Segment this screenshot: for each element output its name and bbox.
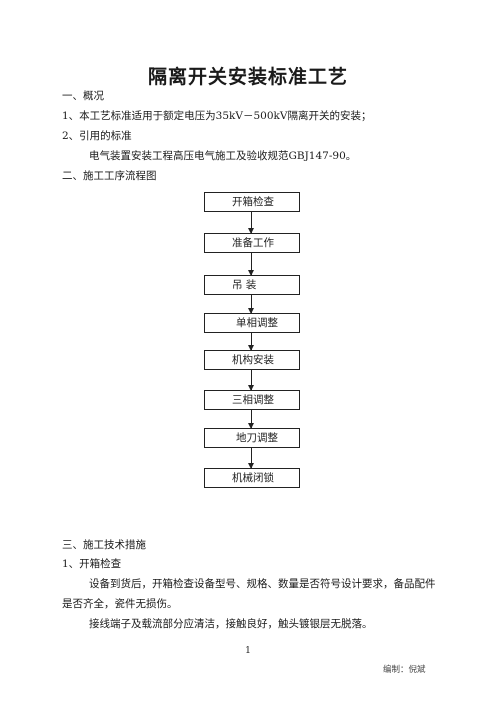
section-heading-overview: 一、概况 [62, 90, 104, 102]
subheading-unpacking: 1、开箱检查 [62, 558, 122, 570]
section-heading-flowchart: 二、施工工序流程图 [62, 170, 157, 182]
flow-step-label: 准备工作 [232, 237, 274, 249]
flow-arrow [248, 410, 254, 429]
flow-arrow [248, 333, 254, 351]
flow-arrow [248, 448, 254, 469]
paragraph-scope: 1、本工艺标准适用于额定电压为35kV－500kV隔离开关的安装； [62, 110, 372, 122]
paragraph-standards-heading: 2、引用的标准 [62, 130, 132, 142]
paragraph-unpacking-1: 设备到货后，开箱检查设备型号、规格、数量是否符号设计要求，备品配件 [89, 578, 436, 590]
flow-step-label: 三相调整 [232, 394, 274, 406]
flow-arrow [248, 253, 254, 276]
paragraph-unpacking-2: 接线端子及载流部分应清洁，接触良好，触头镀银层无脱落。 [89, 618, 373, 630]
flow-step-label: 单相调整 [236, 317, 278, 329]
flow-step-label: 机械闭锁 [232, 472, 274, 484]
flow-arrow [248, 370, 254, 391]
flow-arrow [248, 295, 254, 314]
flow-step: 三相调整 [204, 390, 300, 410]
editor-credit: 编制：倪斌 [383, 665, 426, 675]
flow-step-label: 地刀调整 [236, 432, 278, 444]
flow-step: 吊 装 [204, 275, 300, 295]
flow-step: 地刀调整 [204, 428, 300, 448]
flow-step: 机构安装 [204, 350, 300, 370]
document-title: 隔离开关安装标准工艺 [147, 66, 348, 88]
flow-step: 准备工作 [204, 233, 300, 253]
flow-step-label: 开箱检查 [232, 196, 274, 208]
section-heading-measures: 三、施工技术措施 [62, 539, 146, 551]
flow-step: 开箱检查 [204, 192, 300, 212]
page-number: 1 [245, 646, 251, 656]
paragraph-standards: 电气装置安装工程高压电气施工及验收规范GBJ147-90。 [89, 150, 357, 162]
flow-step-label: 吊 装 [232, 279, 257, 291]
flow-step: 机械闭锁 [204, 468, 300, 488]
flow-step: 单相调整 [204, 313, 300, 333]
flow-arrow [248, 212, 254, 234]
paragraph-unpacking-1-cont: 是否齐全，瓷件无损伤。 [62, 598, 178, 610]
flow-step-label: 机构安装 [232, 354, 274, 366]
